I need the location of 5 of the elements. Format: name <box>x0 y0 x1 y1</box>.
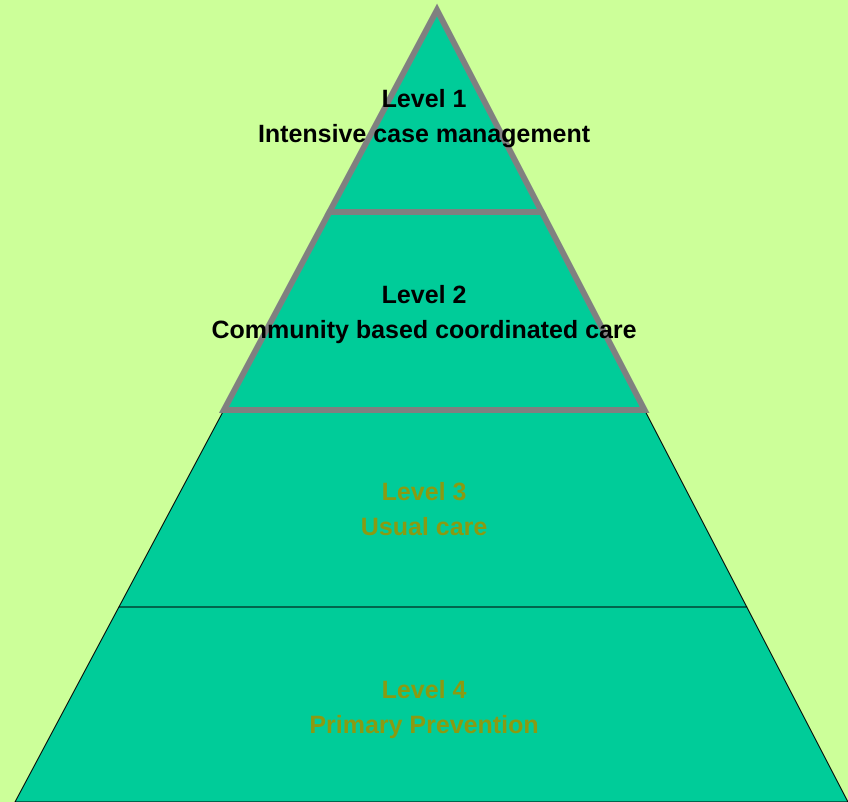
level-heading: Level 4 <box>382 675 466 706</box>
level-heading: Level 3 <box>382 477 466 508</box>
level-heading: Level 2 <box>382 280 466 311</box>
level-description: Usual care <box>360 512 488 543</box>
level-description: Primary Prevention <box>309 710 539 741</box>
